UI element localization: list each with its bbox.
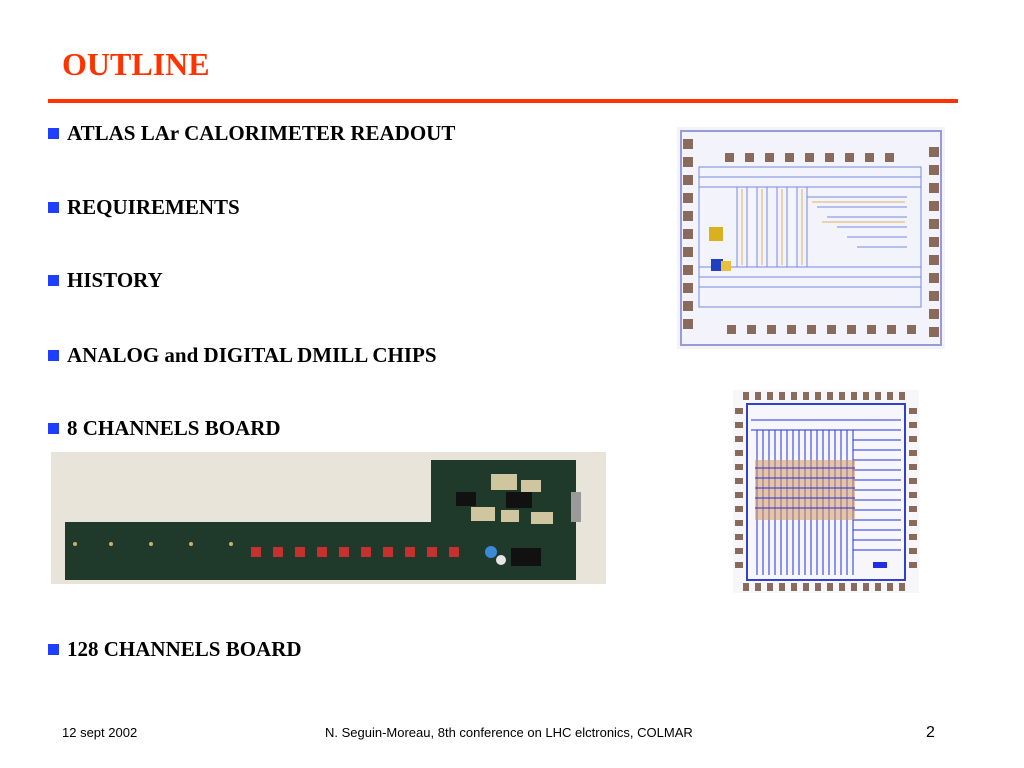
square-bullet-icon	[48, 128, 59, 139]
bullet-text: HISTORY	[67, 268, 163, 292]
bullet-text: ATLAS LAr CALORIMETER READOUT	[67, 121, 456, 145]
slide-title: OUTLINE	[62, 46, 210, 82]
title-divider	[48, 99, 958, 103]
bullet-item: ATLAS LAr CALORIMETER READOUT	[48, 123, 455, 144]
square-bullet-icon	[48, 202, 59, 213]
square-bullet-icon	[48, 423, 59, 434]
bullet-item: HISTORY	[48, 270, 163, 291]
analog-chip-layout-image	[677, 127, 945, 349]
bullet-item: ANALOG and DIGITAL DMILL CHIPS	[48, 345, 437, 366]
square-bullet-icon	[48, 644, 59, 655]
square-bullet-icon	[48, 350, 59, 361]
bullet-text: ANALOG and DIGITAL DMILL CHIPS	[67, 343, 437, 367]
bullet-item: REQUIREMENTS	[48, 197, 240, 218]
page-number: 2	[926, 724, 935, 741]
footer-author: N. Seguin-Moreau, 8th conference on LHC …	[325, 725, 693, 740]
footer-date: 12 sept 2002	[62, 725, 138, 740]
bullet-text: 8 CHANNELS BOARD	[67, 416, 281, 440]
bullet-text: REQUIREMENTS	[67, 195, 240, 219]
eight-channel-board-photo	[51, 452, 606, 584]
digital-chip-layout-image	[733, 390, 919, 593]
bullet-item: 128 CHANNELS BOARD	[48, 639, 302, 660]
bullet-item: 8 CHANNELS BOARD	[48, 418, 281, 439]
bullet-text: 128 CHANNELS BOARD	[67, 637, 302, 661]
square-bullet-icon	[48, 275, 59, 286]
